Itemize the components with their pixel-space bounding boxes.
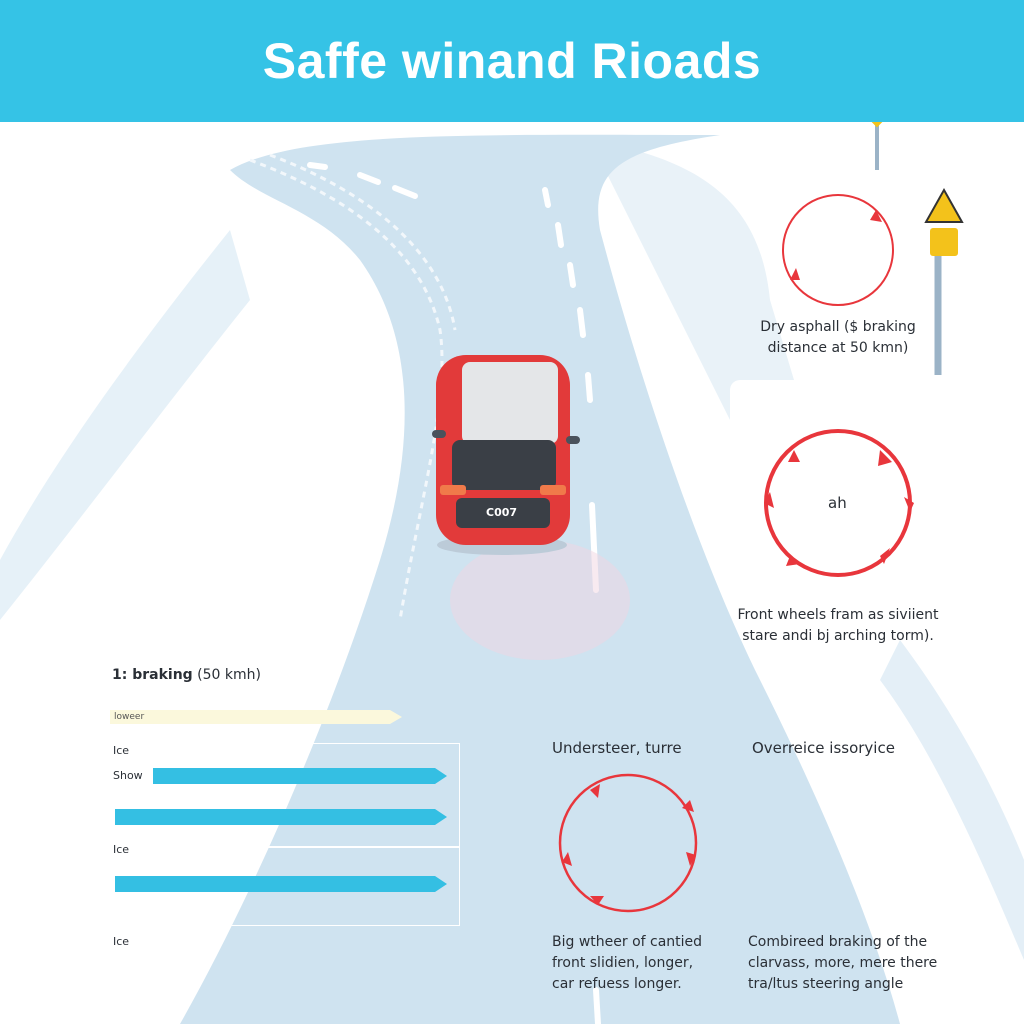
header-banner: Saffe winand Rioads <box>0 0 1024 122</box>
tire-track <box>269 153 457 331</box>
braking-title: 1: braking (50 kmh) <box>112 665 261 686</box>
snow-drift <box>880 640 1024 960</box>
front-wheels-center-label: ah <box>828 494 847 512</box>
snow-drift <box>0 230 250 620</box>
sign-plate <box>930 228 958 256</box>
dry-asphalt-circle <box>782 194 894 306</box>
car <box>432 355 580 555</box>
bar-label: loweer <box>114 712 145 722</box>
braking-title-bold: 1: braking <box>112 667 193 683</box>
braking-bar-ice <box>115 876 447 892</box>
understeer-circle <box>558 773 698 913</box>
braking-bar-highlight <box>110 710 402 724</box>
understeer-heading: Understeer, turre <box>552 739 682 757</box>
page-title: Saffe winand Rioads <box>262 33 762 89</box>
bar-group-box <box>200 743 460 848</box>
slippery-road-sign-icon <box>924 187 964 223</box>
dry-asphalt-caption: Dry asphall ($ braking distance at 50 km… <box>760 319 916 356</box>
circle-arrow-icons <box>562 210 914 905</box>
braking-bar-snow <box>153 768 447 784</box>
info-panel <box>730 380 1024 590</box>
tire-track <box>249 158 444 621</box>
oversteer-caption: Combireed braking of the clarvass, more,… <box>748 934 938 992</box>
bar-label: Show <box>113 769 143 782</box>
front-wheels-caption: Front wheels fram as siviient stare andi… <box>737 607 939 644</box>
row-label: Ice <box>113 744 130 757</box>
snow-drift <box>590 140 800 420</box>
understeer-caption: Big wtheer of cantied front slidien, lon… <box>552 934 703 992</box>
row-label: Ice <box>113 843 130 856</box>
row-label: Ice <box>113 935 130 948</box>
car-badge: C007 <box>486 506 518 519</box>
braking-bar <box>115 809 447 825</box>
skid-spray <box>450 540 630 660</box>
braking-title-speed: (50 kmh) <box>197 667 261 683</box>
oversteer-heading: Overreice issoryice <box>752 739 895 757</box>
